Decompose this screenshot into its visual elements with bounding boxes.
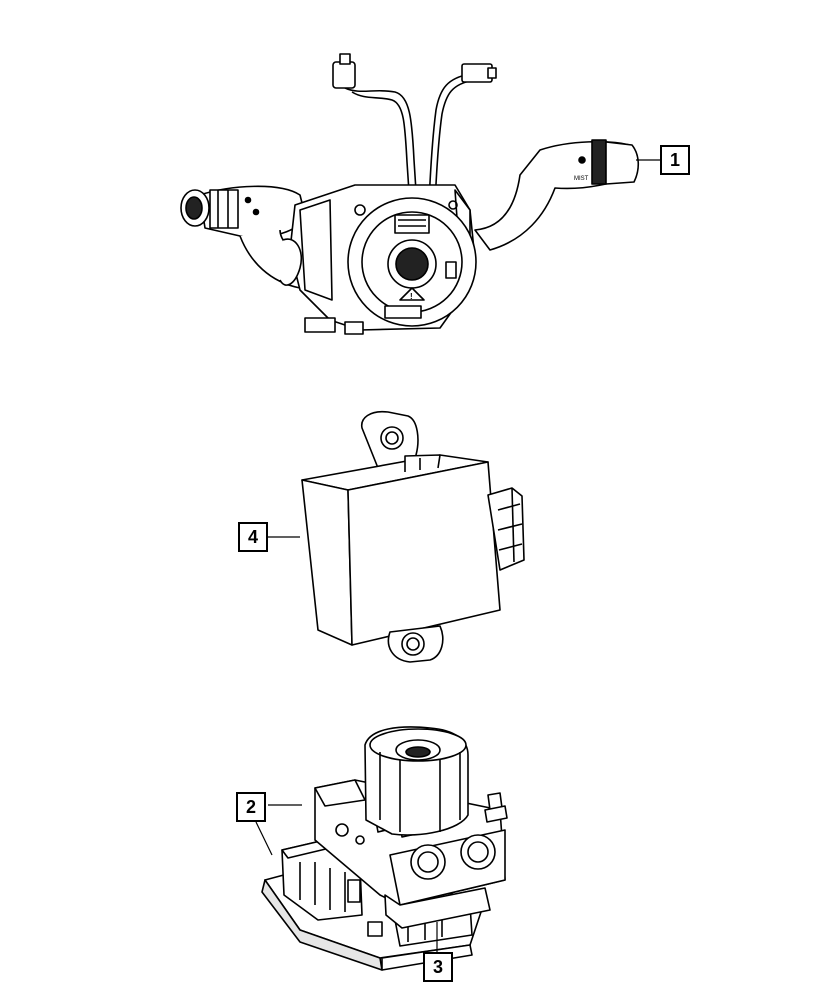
svg-text:!: ! bbox=[410, 292, 413, 301]
control-module bbox=[301, 410, 525, 663]
clockspring: ! bbox=[347, 197, 477, 327]
right-stalk-lever: MIST bbox=[474, 139, 640, 251]
lever-mist-label: MIST bbox=[574, 176, 589, 182]
callout-1: 1 bbox=[660, 145, 690, 175]
wiring-harness bbox=[332, 53, 497, 223]
multifunction-switch-assembly: MIST ! bbox=[180, 53, 640, 335]
leader-lines bbox=[255, 159, 660, 952]
abs-pump-motor bbox=[364, 726, 469, 836]
callout-3: 3 bbox=[423, 952, 453, 982]
callout-4: 4 bbox=[238, 522, 268, 552]
callout-2: 2 bbox=[236, 792, 266, 822]
leader-line-2b bbox=[255, 821, 273, 856]
abs-module-assembly bbox=[261, 726, 508, 971]
